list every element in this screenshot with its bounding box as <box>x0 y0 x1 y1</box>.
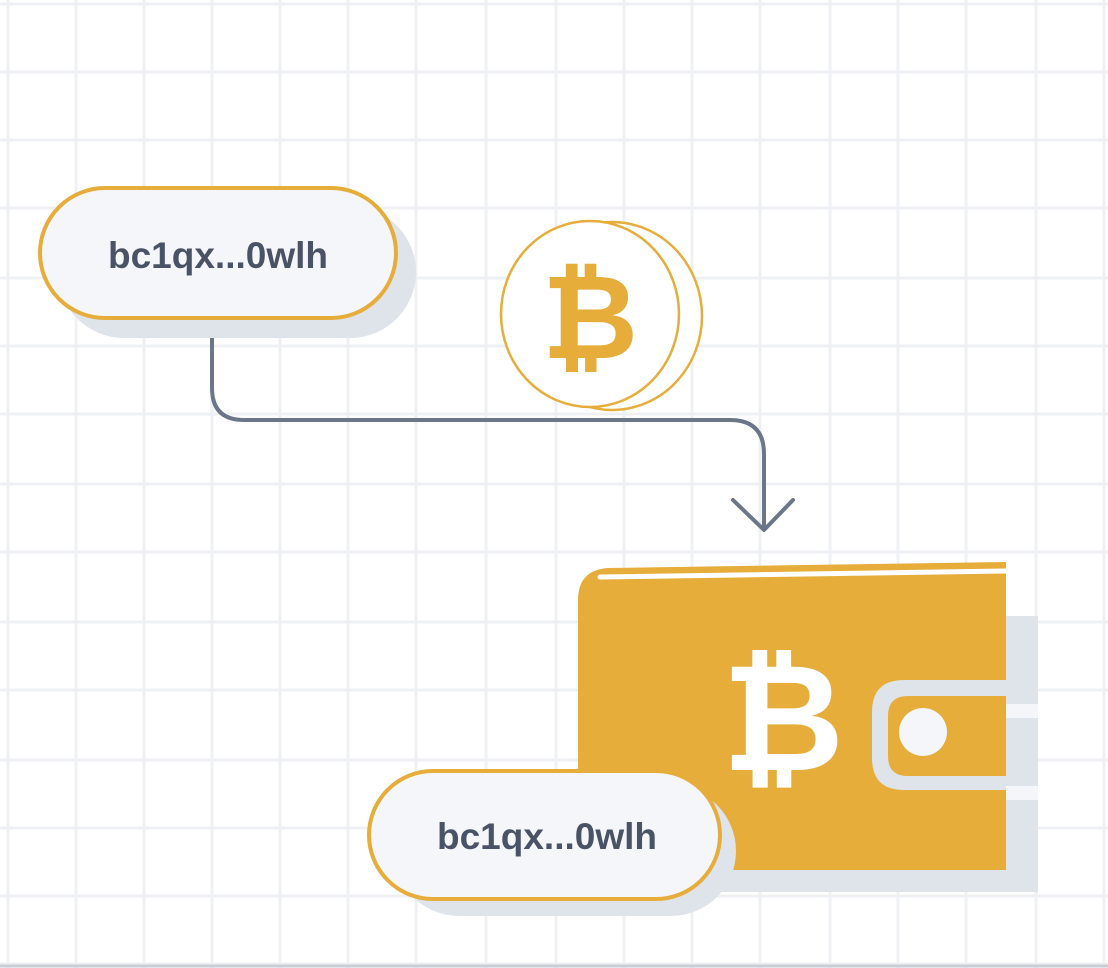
flow-connector <box>210 318 795 532</box>
source-address-pill: bc1qx...0wlh <box>38 186 416 338</box>
coin-bitcoin-symbol: ₿ <box>542 248 638 386</box>
source-pill-body <box>38 186 398 320</box>
destination-pill-body <box>367 769 722 901</box>
destination-address-pill: bc1qx...0wlh <box>367 769 736 916</box>
coin-face <box>499 219 681 409</box>
wallet-flap-line <box>597 568 1009 580</box>
wallet-clasp-strap-lower <box>1006 786 1038 800</box>
arrow-down-icon <box>731 498 795 532</box>
wallet-clasp-button <box>899 708 947 756</box>
wallet-clasp-strap <box>1006 704 1038 718</box>
bitcoin-wallet-icon: ₿ <box>578 562 1038 892</box>
bitcoin-coin-icon: ₿ <box>499 219 704 412</box>
source-address-label: bc1qx...0wlh <box>108 235 328 276</box>
destination-address-label: bc1qx...0wlh <box>437 816 657 857</box>
connector-line <box>210 318 766 530</box>
wallet-bitcoin-symbol: ₿ <box>722 632 844 806</box>
